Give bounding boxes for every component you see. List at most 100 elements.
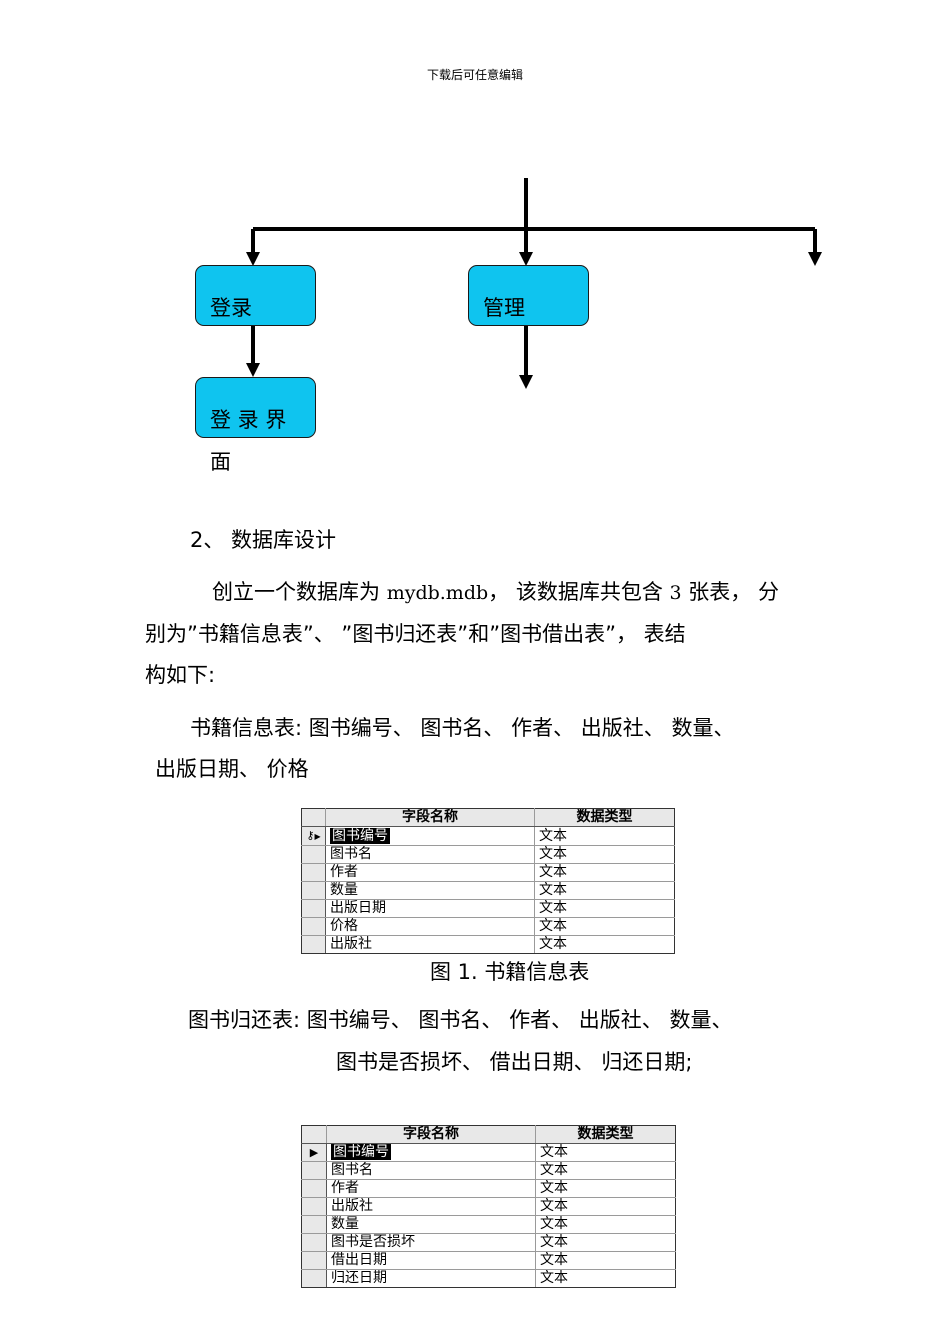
arrow-to-manage [524, 229, 528, 253]
row-selector[interactable] [301, 1269, 327, 1288]
data-type-cell[interactable]: 文本 [534, 935, 675, 954]
arrow-head-login [246, 252, 260, 266]
data-type-cell[interactable]: 文本 [535, 1215, 676, 1234]
primary-key-icon: ⚷ [306, 829, 315, 842]
field-table-book-info: 字段名称 数据类型 ⚷▶图书编号文本图书名文本作者文本数量文本出版日期文本价格文… [301, 808, 675, 954]
field-name-cell[interactable]: 作者 [325, 863, 535, 882]
col-header-data-type: 数据类型 [535, 1125, 676, 1144]
row-selector[interactable] [301, 1251, 327, 1270]
field-name-text: 作者 [330, 864, 358, 881]
intro-line-1: 创立一个数据库为 mydb.mdb， 该数据库共包含 3 张表， 分 [212, 572, 779, 613]
data-type-cell[interactable]: 文本 [535, 1233, 676, 1252]
field-name-cell[interactable]: 作者 [326, 1179, 536, 1198]
field-name-cell[interactable]: 出版日期 [325, 899, 535, 918]
field-name-text: 归还日期 [331, 1270, 387, 1287]
data-type-cell[interactable]: 文本 [535, 1179, 676, 1198]
row-selector[interactable] [301, 881, 326, 900]
current-row-arrow-icon: ▶ [309, 1146, 319, 1159]
intro-text-c: 张表， 分 [681, 580, 779, 604]
row-selector[interactable] [301, 1197, 327, 1216]
row-selector[interactable] [301, 899, 326, 918]
col-header-field-name: 字段名称 [326, 1125, 536, 1144]
field-name-cell[interactable]: 图书编号 [325, 826, 535, 846]
flow-diagram [246, 178, 822, 389]
data-type-cell[interactable]: 文本 [534, 899, 675, 918]
arrow-manage-down [524, 326, 528, 376]
table-row[interactable]: 价格 文本 [301, 917, 675, 936]
return-desc-line-1: 图书归还表: 图书编号、 图书名、 作者、 出版社、 数量、 [188, 1008, 733, 1032]
field-name-text: 出版日期 [330, 900, 386, 917]
field-name-text: 图书编号 [330, 827, 390, 844]
arrow-head-manage-down [519, 375, 533, 389]
intro-text-b: ， 该数据库共包含 [488, 580, 670, 604]
table-row[interactable]: 作者文本 [301, 1179, 676, 1198]
field-name-cell[interactable]: 图书是否损坏 [326, 1233, 536, 1252]
node-login-label: 登录 [210, 296, 252, 320]
node-manage-label: 管理 [483, 296, 525, 320]
table-row[interactable]: 图书是否损坏 文本 [301, 1233, 676, 1252]
row-selector[interactable]: ⚷▶ [301, 826, 326, 846]
field-name-cell[interactable]: 归还日期 [326, 1269, 536, 1288]
node-login-ui-label: 登 录 界 [210, 408, 287, 432]
field-name-text: 出版社 [331, 1198, 373, 1215]
field-name-text: 图书是否损坏 [331, 1234, 415, 1251]
field-name-cell[interactable]: 数量 [326, 1215, 536, 1234]
book-info-desc-line-1: 书籍信息表: 图书编号、 图书名、 作者、 出版社、 数量、 [190, 716, 735, 740]
row-selector[interactable] [301, 845, 326, 864]
row-selector[interactable] [301, 1179, 327, 1198]
field-name-text: 数量 [330, 882, 358, 899]
row-selector[interactable] [301, 935, 326, 954]
row-selector[interactable] [301, 1161, 327, 1180]
node-manage: 管理 [468, 265, 589, 326]
table-row[interactable]: ▶ 图书编号 文本 [301, 1143, 676, 1162]
field-name-cell[interactable]: 价格 [325, 917, 535, 936]
table-row[interactable]: 数量 文本 [301, 881, 675, 900]
data-type-cell[interactable]: 文本 [535, 1161, 676, 1180]
arrow-to-login [251, 229, 255, 253]
data-type-cell[interactable]: 文本 [535, 1251, 676, 1270]
table-row[interactable]: 数量文本 [301, 1215, 676, 1234]
table-row[interactable]: 归还日期 文本 [301, 1269, 676, 1288]
data-type-cell[interactable]: 文本 [534, 845, 675, 864]
field-name-cell[interactable]: 图书名 [326, 1161, 536, 1180]
field-name-cell[interactable]: 图书名 [325, 845, 535, 864]
data-type-cell[interactable]: 文本 [534, 917, 675, 936]
table-count: 3 [669, 582, 682, 604]
row-selector[interactable]: ▶ [301, 1143, 327, 1162]
row-selector[interactable] [301, 917, 326, 936]
data-type-cell[interactable]: 文本 [535, 1143, 676, 1162]
data-type-cell[interactable]: 文本 [534, 881, 675, 900]
arrow-right-branch [813, 229, 817, 253]
field-name-text: 图书编号 [331, 1144, 391, 1160]
row-selector[interactable] [301, 1215, 327, 1234]
row-selector[interactable] [301, 1233, 327, 1252]
row-selector-header [301, 808, 326, 827]
data-type-cell[interactable]: 文本 [535, 1197, 676, 1216]
table-row[interactable]: ⚷▶图书编号文本 [301, 826, 675, 846]
table-row[interactable]: 图书名 文本 [301, 1161, 676, 1180]
data-type-cell[interactable]: 文本 [534, 863, 675, 882]
field-name-cell[interactable]: 出版社 [326, 1197, 536, 1216]
field-name-cell[interactable]: 数量 [325, 881, 535, 900]
table-row[interactable]: 借出日期 文本 [301, 1251, 676, 1270]
book-info-desc-line-2: 出版日期、 价格 [155, 757, 309, 781]
table-row[interactable]: 作者 文本 [301, 863, 675, 882]
field-name-text: 价格 [330, 918, 358, 935]
table-row[interactable]: 出版日期 文本 [301, 899, 675, 918]
current-row-arrow-icon: ▶ [314, 832, 321, 841]
field-table-book-return: 字段名称 数据类型 ▶图书编号文本图书名文本作者文本出版社文本数量文本图书是否损… [301, 1125, 676, 1288]
row-selector[interactable] [301, 863, 326, 882]
field-name-text: 出版社 [330, 936, 372, 953]
data-type-cell[interactable]: 文本 [534, 826, 675, 846]
table-row[interactable]: 出版社 文本 [301, 935, 675, 954]
field-name-cell[interactable]: 借出日期 [326, 1251, 536, 1270]
field-name-cell[interactable]: 图书编号 [326, 1143, 536, 1162]
table-row[interactable]: 出版社 文本 [301, 1197, 676, 1216]
field-name-text: 借出日期 [331, 1252, 387, 1269]
field-name-text: 图书名 [331, 1162, 373, 1179]
field-name-text: 图书名 [330, 846, 372, 863]
table-row[interactable]: 图书名 文本 [301, 845, 675, 864]
intro-line-2: 别为”书籍信息表”、 ”图书归还表”和”图书借出表”， 表结 [145, 622, 686, 646]
field-name-cell[interactable]: 出版社 [325, 935, 535, 954]
data-type-cell[interactable]: 文本 [535, 1269, 676, 1288]
